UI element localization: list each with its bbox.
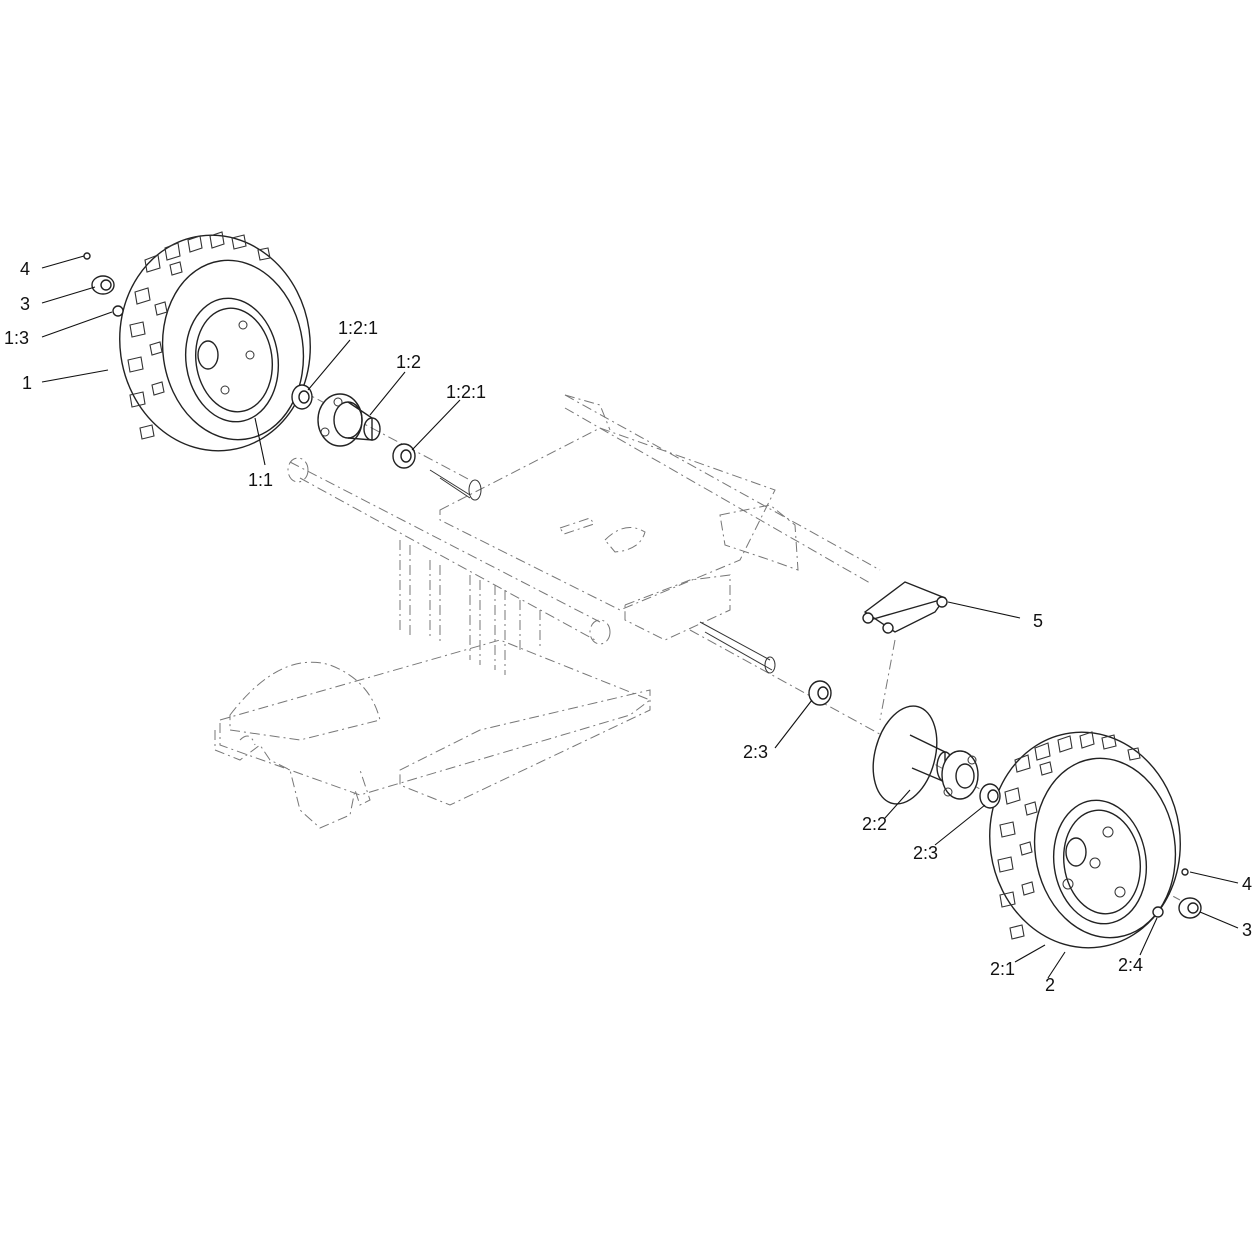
callout-2-3-left: 2:3: [743, 742, 768, 762]
callout-2-3-right: 2:3: [913, 843, 938, 863]
callout-5: 5: [1033, 611, 1043, 631]
callout-2-2: 2:2: [862, 814, 887, 834]
right-wheel: [808, 680, 1202, 949]
callout-4-left: 4: [20, 259, 30, 279]
callout-1-1: 1:1: [248, 470, 273, 490]
callout-2-1: 2:1: [990, 959, 1015, 979]
callout-4-right: 4: [1242, 874, 1252, 894]
phantom-frame: [214, 389, 1181, 901]
callout-2: 2: [1045, 975, 1055, 995]
callout-1-3: 1:3: [4, 328, 29, 348]
left-wheel: [83, 231, 416, 469]
callout-1-2-1-b: 1:2:1: [446, 382, 486, 402]
callout-1-2: 1:2: [396, 352, 421, 372]
callout-3-left: 3: [20, 294, 30, 314]
leader-lines: [41, 255, 1239, 979]
axle-spindles: [429, 469, 776, 674]
callout-1: 1: [22, 373, 32, 393]
callout-3-right: 3: [1242, 920, 1252, 940]
callout-labels: 4 3 1:3 1 1:1 1:2:1 1:2 1:2:1 5 2:3 2:2 …: [4, 259, 1252, 995]
callout-2-4: 2:4: [1118, 955, 1143, 975]
callout-1-2-1-a: 1:2:1: [338, 318, 378, 338]
bracket-item-5: [862, 581, 948, 634]
